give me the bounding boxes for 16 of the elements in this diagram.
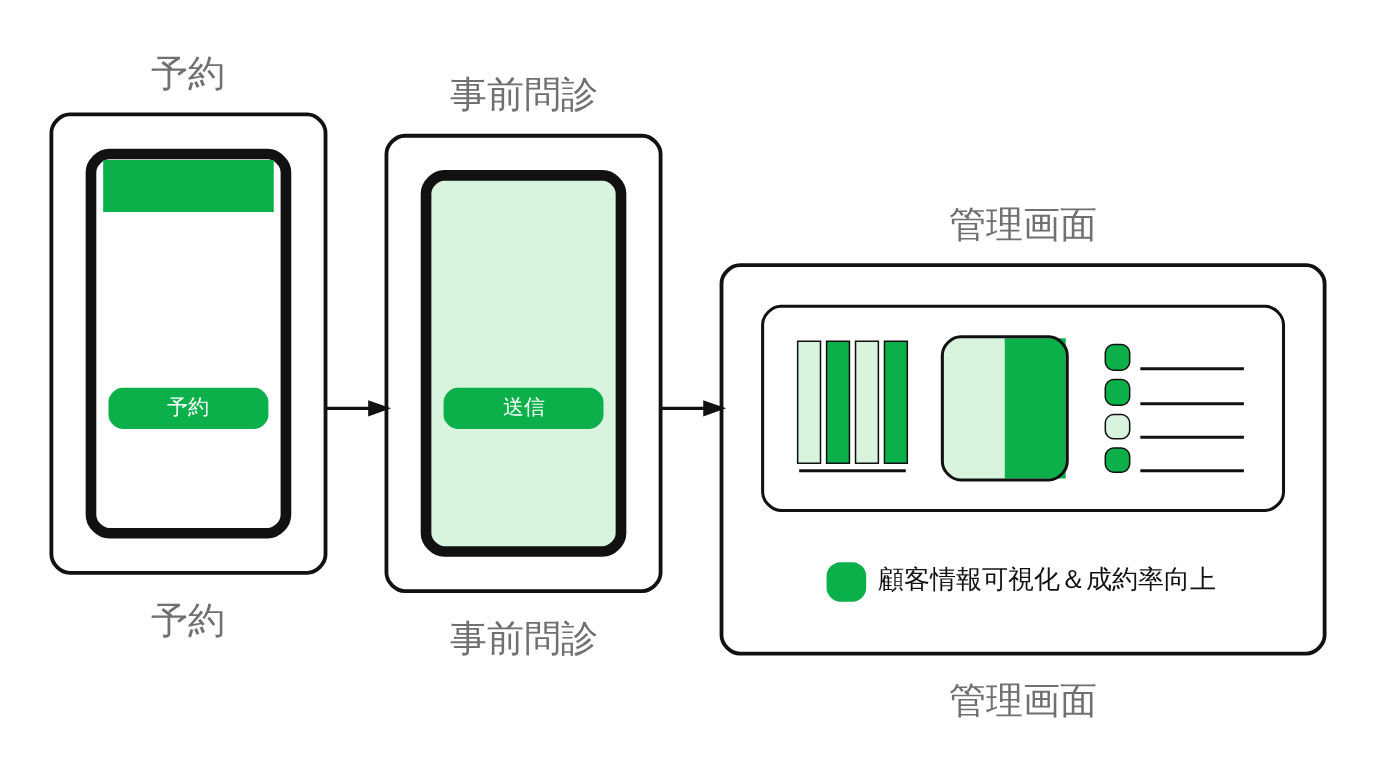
- cluster: [85, 148, 292, 539]
- node-box: 送信: [443, 387, 604, 429]
- node-label: 管理画面: [949, 679, 1098, 723]
- node-label: 予約: [151, 598, 226, 642]
- node-box: 予約: [108, 387, 269, 429]
- node-label: 予約: [151, 51, 226, 95]
- node-label: 管理画面: [949, 202, 1098, 246]
- cluster: [719, 263, 1327, 656]
- node-label: 事前問診: [449, 73, 598, 117]
- label: 顧客情報可視化＆成約率向上: [878, 564, 1217, 595]
- arrow: [325, 400, 392, 417]
- cluster: [49, 112, 328, 575]
- node-label: 事前問診: [449, 616, 598, 660]
- cluster: [420, 170, 627, 557]
- arrow: [660, 400, 727, 417]
- cluster: [384, 133, 663, 594]
